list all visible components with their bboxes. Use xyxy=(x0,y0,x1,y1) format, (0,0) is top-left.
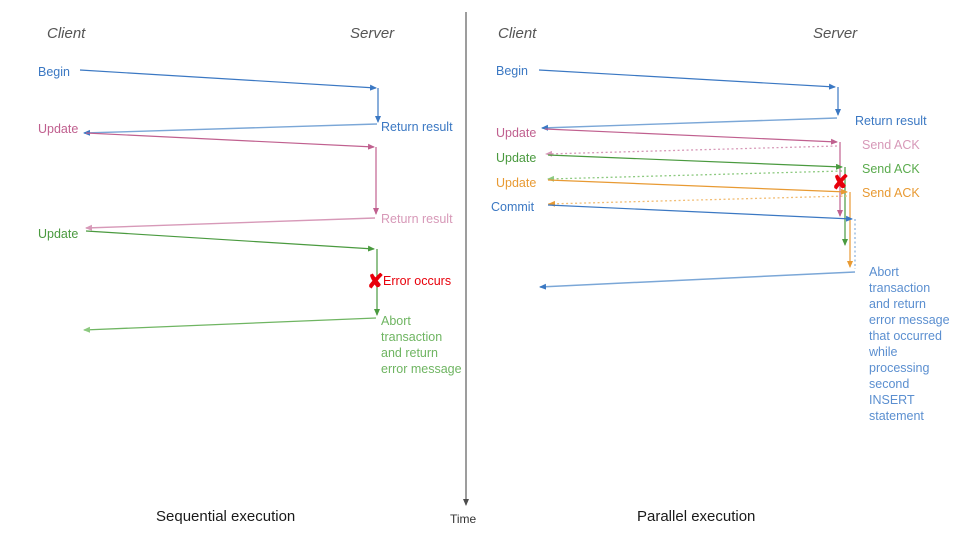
left-abort-response-line xyxy=(83,317,377,333)
right-update1-request-line xyxy=(544,128,838,145)
left-panel-sequential: Client Server Begin Update Update Return… xyxy=(38,25,462,525)
right-abort-label-line-6: processing xyxy=(869,361,929,375)
right-update2-ack-line xyxy=(547,170,843,182)
left-abort-label-line-1: transaction xyxy=(381,330,442,344)
right-server-label-ack-1: Send ACK xyxy=(862,138,920,152)
right-abort-label-line-4: that occurred xyxy=(869,329,942,343)
left-server-label-return-2: Return result xyxy=(381,212,453,226)
right-arrow-begin xyxy=(538,69,841,131)
left-client-label-update-2: Update xyxy=(38,227,78,241)
right-abort-label-line-3: error message xyxy=(869,313,950,327)
left-error-x-icon: ✘ xyxy=(367,271,384,293)
left-update1-request-line xyxy=(85,132,375,150)
left-client-label-begin: Begin xyxy=(38,65,70,79)
right-client-label-update-3: Update xyxy=(496,176,536,190)
left-begin-response-line xyxy=(83,123,378,136)
right-error-x-icon: ✘ xyxy=(832,172,849,194)
right-begin-response-line xyxy=(541,117,838,131)
left-panel-caption: Sequential execution xyxy=(156,508,295,525)
right-client-label-update-2: Update xyxy=(496,151,536,165)
right-server-lane-title: Server xyxy=(813,25,858,42)
right-update1-ack-line xyxy=(545,145,838,157)
right-commit-request-line xyxy=(547,204,853,222)
right-abort-label-line-7: second xyxy=(869,377,909,391)
right-update3-request-line xyxy=(547,179,848,195)
right-arrow-update-1 xyxy=(544,128,843,217)
right-abort-label-line-8: INSERT xyxy=(869,393,915,407)
right-panel-parallel: Client Server xyxy=(491,25,950,525)
right-abort-label-line-2: and return xyxy=(869,297,926,311)
right-client-label-begin: Begin xyxy=(496,64,528,78)
right-abort-response-line xyxy=(539,271,856,290)
left-client-label-update-1: Update xyxy=(38,122,78,136)
right-panel-caption: Parallel execution xyxy=(637,508,755,525)
right-client-label-update-1: Update xyxy=(496,126,536,140)
right-abort-label: Abort transaction and return error messa… xyxy=(868,265,950,423)
left-arrow-update-1 xyxy=(85,132,379,231)
right-server-label-return-result: Return result xyxy=(855,114,927,128)
right-arrow-commit xyxy=(539,204,856,290)
right-abort-label-line-0: Abort xyxy=(869,265,899,279)
right-update2-request-line xyxy=(547,154,843,170)
right-server-label-ack-2: Send ACK xyxy=(862,162,920,176)
left-abort-label-line-3: error message xyxy=(381,362,462,376)
left-abort-label-line-0: Abort xyxy=(381,314,411,328)
left-error-label: Error occurs xyxy=(383,274,451,288)
left-update1-response-line xyxy=(85,217,376,231)
left-abort-label: Abort transaction and return error messa… xyxy=(381,314,462,376)
right-client-label-commit: Commit xyxy=(491,200,535,214)
right-client-lane-title: Client xyxy=(498,25,537,42)
right-abort-label-line-1: transaction xyxy=(869,281,930,295)
right-arrow-update-2 xyxy=(547,154,848,246)
left-server-lane-title: Server xyxy=(350,25,395,42)
left-client-lane-title: Client xyxy=(47,25,86,42)
right-update3-ack-line xyxy=(547,195,848,207)
right-arrow-update-3 xyxy=(547,179,853,268)
left-begin-request-line xyxy=(79,69,377,91)
left-server-label-return-1: Return result xyxy=(381,120,453,134)
left-update2-request-line xyxy=(85,230,375,252)
right-begin-request-line xyxy=(538,69,836,90)
left-arrow-begin xyxy=(79,69,381,136)
right-abort-label-line-9: statement xyxy=(869,409,924,423)
right-abort-label-line-5: while xyxy=(868,345,898,359)
time-axis-label: Time xyxy=(450,512,477,526)
left-abort-label-line-2: and return xyxy=(381,346,438,360)
left-arrow-update-2 xyxy=(83,230,380,333)
time-axis: Time xyxy=(450,12,477,526)
right-server-label-ack-3: Send ACK xyxy=(862,186,920,200)
